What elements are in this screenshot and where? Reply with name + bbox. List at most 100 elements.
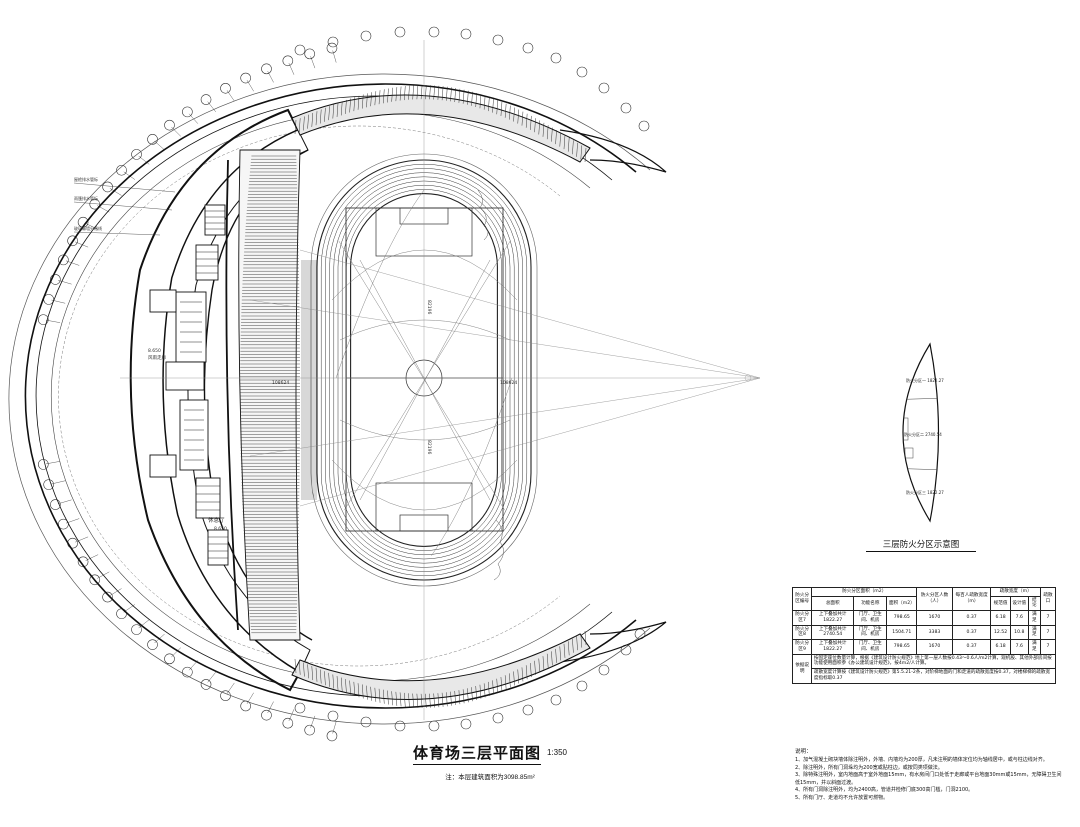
inset-zone-a: 防火分区一 1822.27 (906, 377, 944, 383)
grid-bubble (43, 479, 54, 490)
dim-left: 108624 (272, 380, 289, 386)
grid-bubble (220, 82, 231, 94)
grid-bubble (261, 63, 272, 75)
cell-exits: 7 (1039, 639, 1057, 655)
cell-design: 7.6 (1009, 610, 1029, 626)
grid-bubble (428, 720, 440, 732)
grid-bubble (200, 679, 212, 690)
cell-design: 7.6 (1009, 639, 1029, 655)
drawing-scale: 1:350 (546, 748, 568, 757)
grid-bubble (89, 574, 101, 586)
grid-bubble (240, 72, 251, 84)
grid-bubble (182, 106, 193, 118)
th-zone: 防火分区编号 (791, 586, 813, 612)
notes-title: 说明： (795, 749, 812, 755)
table-row: 防火分区7 上下叠加共计1822.27 门厅、卫生间、机房 798.65 167… (791, 610, 1057, 626)
grid-bubble (116, 608, 127, 620)
grid-bubble (360, 30, 372, 42)
grid-bubble (522, 42, 534, 54)
inset-zone-b: 防火分区二 2740.54 (904, 431, 942, 437)
cell-result: 满足 (1027, 639, 1041, 655)
cell-need: 12.52 (990, 624, 1011, 641)
th-total: 总面积 (811, 595, 855, 612)
th-area: 防火分区面积（m2） (811, 587, 918, 597)
grid-bubble (50, 499, 61, 510)
cell-zone: 防火分区7 (791, 610, 813, 626)
drawing-title-block: 体育场三层平面图 1:350 注：本层建筑面积为3098.85m² (360, 742, 620, 781)
grid-bubble (131, 149, 142, 160)
th-exits: 疏散口 (1039, 586, 1057, 612)
grid-bubble (102, 181, 113, 193)
note-item: 1、加气混凝土砌块墙体除注明外，外墙、内墙均为200厚，凡未注明的墙体定位均为轴… (795, 757, 1048, 764)
th-design: 设计值 (1009, 595, 1029, 612)
th-need: 规范值 (990, 595, 1011, 612)
grid-bubble (638, 120, 650, 132)
grid-bubble (58, 254, 69, 266)
note-item: 2、除注明外，所有门洞垛均为200宽或贴柱边，或按同类项做法。 (795, 764, 943, 771)
cell-per: 0.37 (951, 624, 992, 641)
grid-bubble (182, 666, 193, 678)
drawing-title: 体育场三层平面图 (412, 742, 541, 765)
cell-exits: 7 (1039, 624, 1057, 641)
west-stand-rooms (149, 204, 229, 566)
room-hatching (180, 210, 228, 559)
th-width: 疏散宽度（m） (990, 587, 1041, 597)
cell-exits: 7 (1039, 610, 1057, 626)
grid-bubble (67, 235, 78, 247)
grid-bubble (294, 44, 306, 56)
grid-bubble (326, 730, 338, 742)
grid-bubble (102, 591, 113, 603)
grid-bubble (147, 639, 158, 650)
cell-per: 0.37 (951, 639, 992, 655)
landscape-scribbles (477, 189, 504, 581)
fire-zone-inset: 防火分区一 1822.27 防火分区二 2740.54 防火分区三 1822.2… (902, 342, 944, 523)
grid-bubble (550, 694, 562, 706)
cell-result: 满足 (1027, 624, 1041, 641)
table-footer-row: 依据说明 按固定座位数量计算，根据《建筑设计防火规范》地上第一层人数按0.43～… (791, 653, 1056, 684)
grid-bubble (200, 94, 212, 105)
roof-cantilever-ends (559, 129, 667, 663)
th-result: 结论 (1027, 595, 1041, 612)
th-func: 功能名称 (853, 595, 888, 612)
grid-bubble (164, 653, 175, 665)
cell-total: 上下叠加共计2740.54 (811, 624, 855, 641)
inset-caption: 三层防火分区示意图 (866, 538, 976, 552)
table-row: 防火分区9 上下叠加共计1822.27 门厅、卫生间、机房 798.65 167… (791, 639, 1057, 655)
side-note-3: 玻璃幕墙分格线 (74, 225, 102, 231)
inset-zone-c: 防火分区三 1822.27 (906, 489, 944, 495)
grid-bubble (327, 710, 339, 722)
grid-axis-bubbles (37, 26, 650, 742)
cell-func: 门厅、卫生间、机房 (853, 624, 888, 641)
table-footer-row: 疏散宽度计算按《建筑设计防火规范》第5.5.21-2条，对阶梯地面的门和走道的疏… (793, 668, 1056, 684)
table-row: 防火分区8 上下叠加共计2740.54 门厅、卫生间、机房 1504.71 33… (791, 624, 1057, 641)
th-sub: 面积（m2） (886, 595, 918, 612)
grid-bubble (360, 716, 372, 728)
level-mark-1: 8.650 (214, 526, 227, 532)
grid-bubble (304, 48, 316, 60)
fire-zone-table: 防火分区编号 防火分区面积（m2） 防火分区人数（人） 每百人疏散宽度（m） 疏… (791, 586, 1057, 684)
grid-bubble (327, 36, 339, 48)
side-note-2: 雨篷排水管标 (74, 195, 98, 201)
grid-bubble (460, 718, 472, 730)
cell-zone: 防火分区8 (791, 624, 813, 641)
grid-bubble (147, 134, 158, 145)
grid-bubble (492, 34, 504, 46)
field-construction-lines (332, 189, 517, 556)
cell-zone: 防火分区9 (791, 639, 813, 655)
grid-bubble (576, 680, 588, 692)
th-per: 每百人疏散宽度（m） (951, 586, 992, 612)
south-seating-band (291, 630, 591, 708)
grid-bubble (131, 624, 142, 635)
footer-label: 依据说明 (791, 653, 813, 684)
north-seating-band (291, 85, 591, 163)
drawing-area-note: 注：本层建筑面积为3098.85m² (445, 774, 535, 781)
cell-need: 6.18 (990, 639, 1011, 655)
grid-bubble (116, 164, 127, 176)
cell-design: 10.8 (1009, 624, 1029, 641)
grid-bubble (304, 724, 316, 736)
grid-bubble (50, 274, 61, 285)
footer-text-2: 疏散宽度计算按《建筑设计防火规范》第5.5.21-2条，对阶梯地面的门和走道的疏… (811, 668, 1056, 684)
grid-bubble (428, 26, 440, 38)
grid-bubble (67, 537, 78, 549)
